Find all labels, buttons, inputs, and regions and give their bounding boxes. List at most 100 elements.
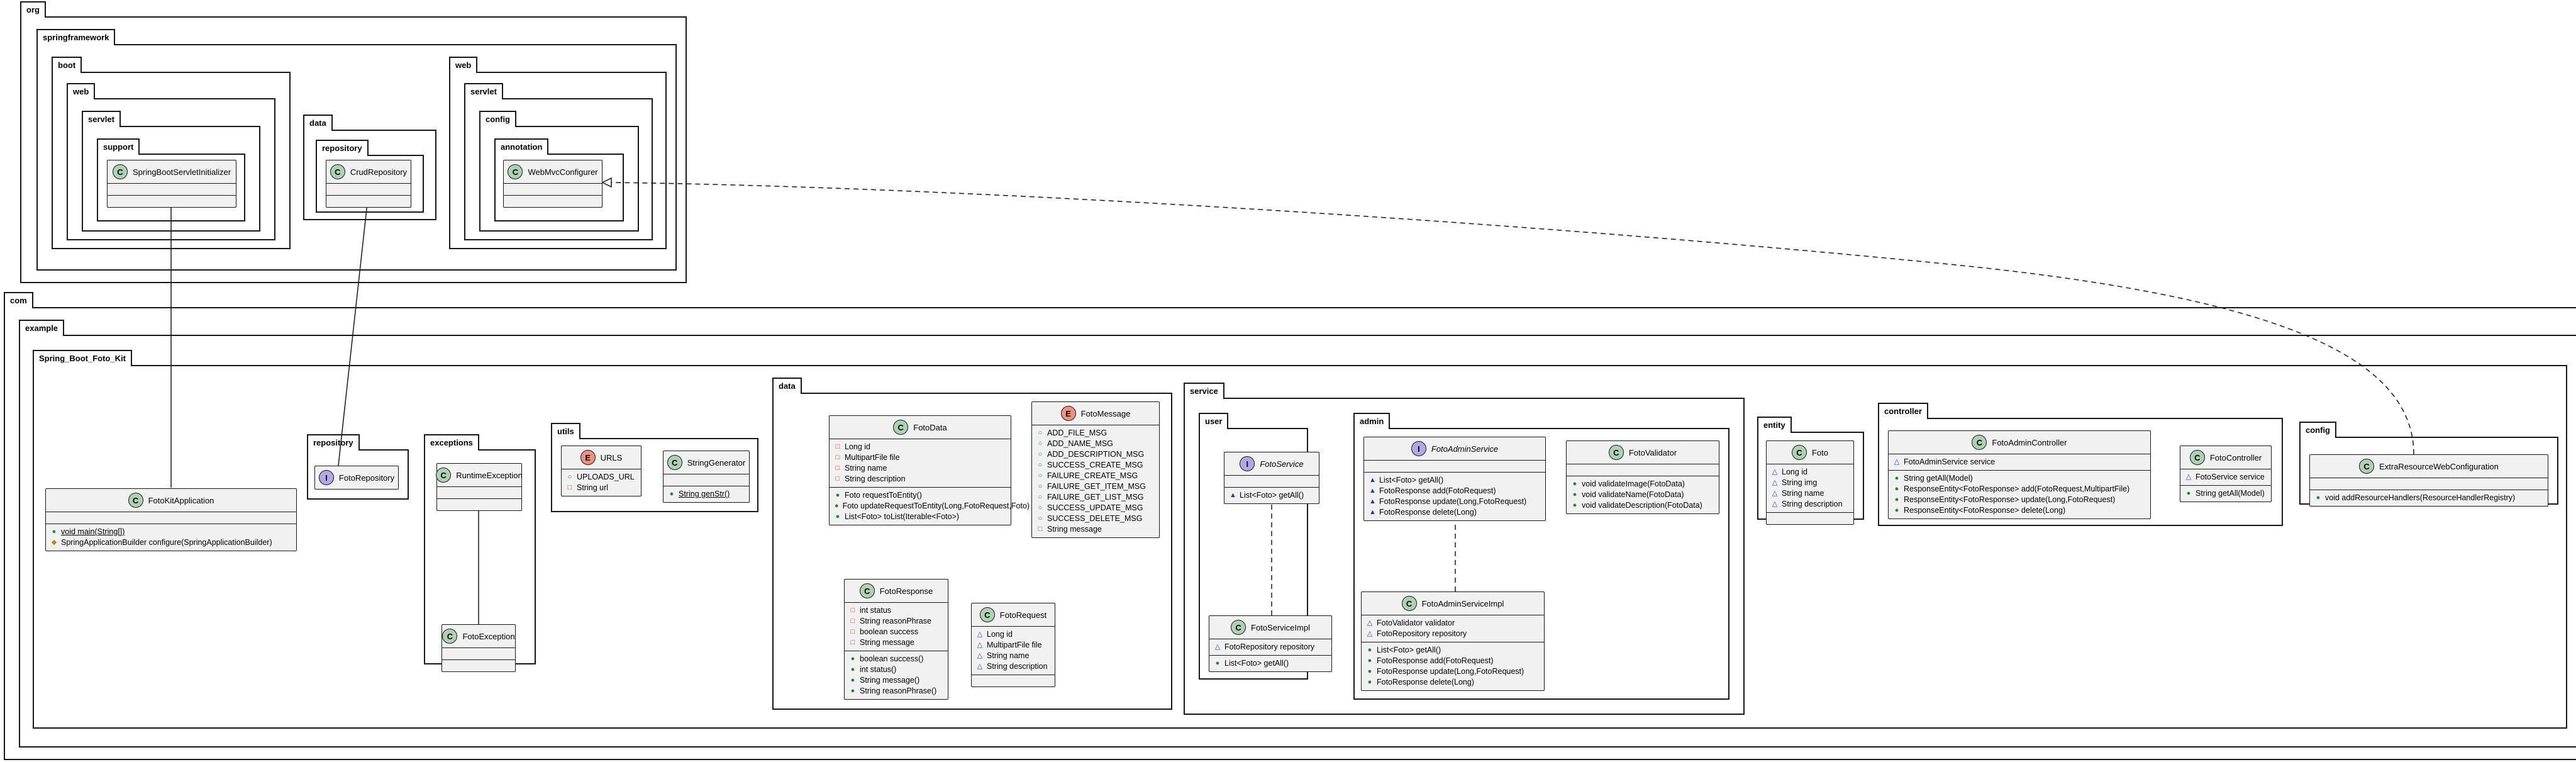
public-visibility-icon: ●	[1572, 480, 1577, 488]
class-name: SpringBootServletInitializer	[132, 167, 231, 177]
class-name: FotoData	[913, 422, 947, 432]
private-visibility-icon: □	[835, 464, 840, 472]
field: △FotoService service	[2185, 473, 2265, 481]
class-name: FotoController	[2209, 452, 2262, 462]
method: ●Foto requestToEntity()	[835, 491, 922, 500]
field: △Long id	[1772, 468, 1808, 476]
class-methods	[442, 659, 515, 671]
public-visibility-icon: ●	[1572, 501, 1577, 509]
package-visibility-icon: △	[977, 641, 983, 649]
class-foto-admin-service-impl: C FotoAdminServiceImpl △FotoValidator va…	[1361, 591, 1545, 691]
private-visibility-icon: □	[850, 639, 855, 646]
class-crud-repository: C CrudRepository	[326, 160, 411, 208]
class-foto-admin-controller: C FotoAdminController △FotoAdminService …	[1888, 430, 2151, 519]
package-label: web	[67, 83, 96, 99]
package-label: springframework	[36, 29, 116, 45]
package-example: example	[19, 320, 2576, 748]
field: ○ADD_NAME_MSG	[1038, 439, 1113, 448]
class-name: ExtraResourceWebConfiguration	[2379, 461, 2499, 471]
class-icon: C	[979, 607, 995, 622]
public-visibility-icon: ○	[1038, 451, 1043, 458]
package-controller: controller	[1878, 403, 2283, 526]
package-label: org	[20, 1, 46, 18]
field: △String description	[1772, 500, 1843, 508]
class-name: FotoAdminService	[1431, 444, 1499, 454]
class-name: FotoRequest	[999, 610, 1047, 620]
public-visibility-icon: ●	[52, 528, 57, 535]
method: ●FotoResponse delete(Long)	[1367, 678, 1474, 686]
public-visibility-icon: ●	[1894, 474, 1899, 482]
method: ●String message()	[850, 676, 920, 685]
class-methods	[108, 195, 236, 207]
public-visibility-icon: ●	[1367, 668, 1372, 675]
package-label: example	[19, 320, 65, 336]
package-visibility-icon: △	[1214, 643, 1221, 651]
private-visibility-icon: □	[850, 628, 855, 636]
field: △String name	[977, 651, 1030, 660]
method: ▲List<Foto> getAll()	[1369, 476, 1444, 485]
generalization-line-fotorepository-to-crudrepository	[338, 197, 369, 466]
package-label: repository	[316, 140, 369, 156]
package-visibility-icon: △	[1772, 490, 1778, 497]
class-name: StringGenerator	[687, 457, 746, 468]
method: ●String reasonPhrase()	[850, 686, 937, 695]
field: ○ADD_FILE_MSG	[1038, 429, 1108, 437]
public-visibility-icon: ○	[1038, 461, 1043, 469]
class-methods: ●String genStr()	[663, 486, 749, 502]
class-fields: △FotoService service	[2180, 469, 2271, 485]
method: ◆SpringApplicationBuilder configure(Spri…	[51, 538, 272, 547]
method: ●int status()	[850, 665, 897, 674]
package-label: servlet	[464, 83, 503, 99]
class-fields	[663, 474, 749, 486]
package-label: support	[97, 138, 140, 155]
class-methods: ●void main(String[]) ◆SpringApplicationB…	[46, 524, 296, 551]
package-visibility-icon: △	[977, 652, 983, 659]
public-visibility-icon: ●	[1894, 507, 1899, 514]
method: ▲FotoResponse update(Long,FotoRequest)	[1369, 497, 1527, 506]
public-visibility-icon: ●	[835, 502, 839, 510]
package-label: com	[4, 292, 33, 308]
public-visibility-icon: ●	[669, 490, 674, 498]
package-label: annotation	[494, 138, 549, 155]
class-name: FotoService	[1260, 459, 1304, 469]
public-visibility-icon: ●	[1894, 485, 1899, 493]
package-label: service	[1184, 383, 1224, 399]
class-fields: □int status □String reasonPhrase □boolea…	[845, 602, 948, 651]
class-methods: ●String getAll(Model)	[2180, 485, 2271, 501]
class-methods: ●void validateImage(FotoData) ●void vali…	[1567, 476, 1719, 513]
package-admin: admin	[1353, 413, 1729, 700]
public-visibility-icon: ●	[1367, 646, 1372, 654]
package-annotation: annotation	[494, 138, 624, 221]
package-visibility-icon: △	[1894, 458, 1900, 466]
package-visibility-icon: △	[977, 630, 983, 638]
field: ○UPLOADS_URL	[567, 473, 635, 481]
class-fields: □Long id □MultipartFile file □String nam…	[830, 439, 1011, 487]
class-fields: ○UPLOADS_URL □String url	[562, 469, 641, 496]
class-icon: C	[893, 420, 909, 435]
class-fields	[326, 183, 411, 195]
interface-foto-service: I FotoService ▲List<Foto> getAll()	[1224, 452, 1319, 504]
package-user: user	[1199, 413, 1308, 680]
package-visibility-icon: △	[2185, 473, 2192, 481]
class-icon: C	[330, 164, 345, 179]
class-methods	[504, 195, 602, 207]
package-visibility-icon: ▲	[1369, 487, 1376, 495]
field: ○FAILURE_GET_LIST_MSG	[1038, 493, 1144, 501]
class-methods	[326, 195, 411, 207]
class-icon: C	[112, 164, 128, 179]
method: ●void addResourceHandlers(ResourceHandle…	[2316, 493, 2516, 502]
method: ●List<Foto> getAll()	[1215, 659, 1289, 668]
class-methods: ●String getAll(Model) ●ResponseEntity<Fo…	[1889, 470, 2150, 518]
interface-icon: I	[318, 470, 334, 485]
package-visibility-icon: △	[1772, 500, 1778, 508]
class-fields: △Long id △String img △String name △Strin…	[1767, 464, 1853, 512]
field: □String description	[835, 474, 906, 483]
package-label: controller	[1878, 403, 1928, 419]
class-methods: ▲List<Foto> getAll() ▲FotoResponse add(F…	[1364, 472, 1545, 520]
method: ●void main(String[])	[52, 527, 125, 536]
class-methods: ●boolean success() ●int status() ●String…	[845, 651, 948, 699]
method: ●String genStr()	[669, 490, 730, 498]
class-fields	[46, 512, 296, 524]
class-methods	[1767, 512, 1853, 524]
